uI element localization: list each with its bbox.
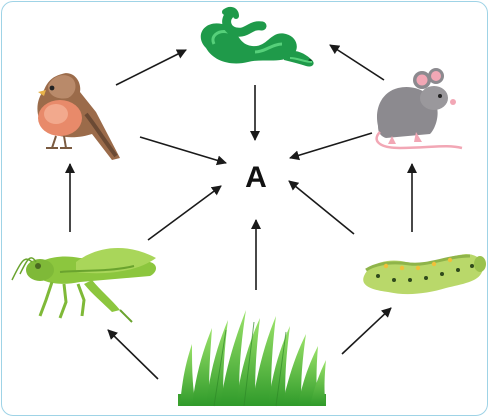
- arrow-grass-to-grasshopper: [108, 330, 158, 379]
- arrow-bird-to-A: [140, 137, 226, 163]
- arrow-mouse-to-snake: [330, 45, 384, 80]
- bird-icon: [37, 73, 120, 160]
- snake-icon: [201, 10, 314, 67]
- arrow-caterpillar-to-A: [289, 181, 354, 234]
- arrow-mouse-to-A: [290, 133, 372, 158]
- grass-icon: [178, 310, 326, 406]
- arrow-grasshopper-to-A: [148, 186, 221, 240]
- grasshopper-icon: [12, 248, 156, 322]
- arrow-grass-to-caterpillar: [342, 308, 391, 354]
- center-label-A: A: [240, 158, 272, 198]
- arrow-bird-to-snake: [116, 50, 186, 85]
- mouse-icon: [377, 68, 462, 148]
- caterpillar-icon: [363, 254, 486, 294]
